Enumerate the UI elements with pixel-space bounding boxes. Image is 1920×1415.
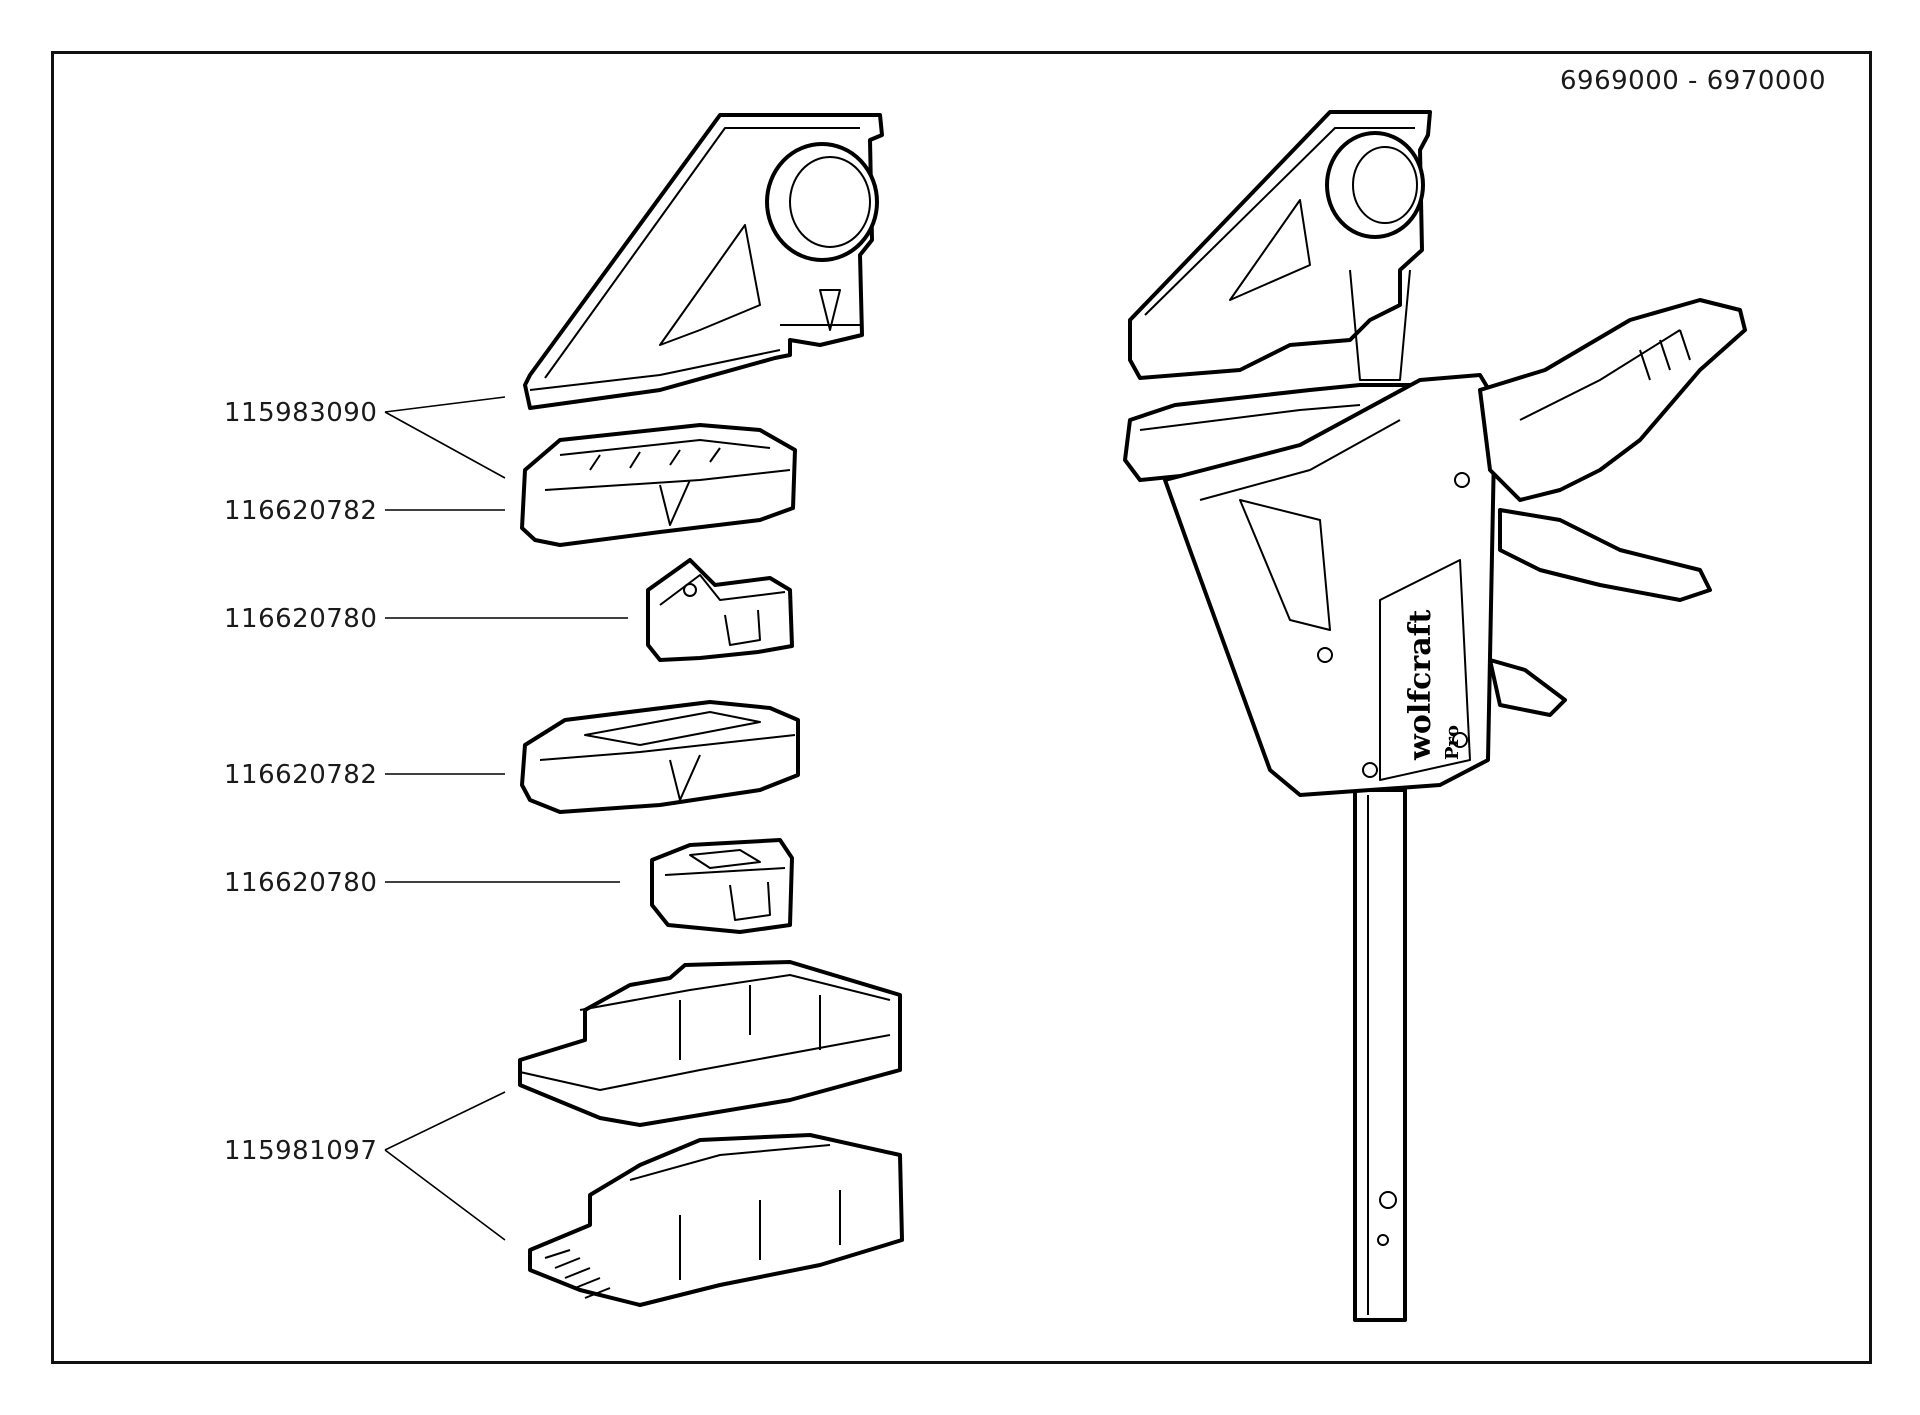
- drawing-frame: [51, 51, 1872, 1364]
- model-range: 6969000 - 6970000: [1560, 66, 1826, 96]
- leader-line: [384, 396, 506, 413]
- part-number-115981097: 115981097: [224, 1136, 378, 1166]
- base-part-upper: [518, 960, 902, 1127]
- leader-line: [384, 1091, 506, 1151]
- leader-lines: [384, 396, 628, 1241]
- part-number-116620780-a: 116620780: [224, 604, 378, 634]
- insert-part-b: [650, 838, 794, 934]
- clamp-body: [1163, 373, 1497, 797]
- clamp-trigger: [1498, 508, 1712, 602]
- assembled-clamp: wolfcraft Pro: [1123, 110, 1747, 1322]
- upper-jaw-part: [523, 113, 884, 410]
- clamp-release-lever: [1488, 658, 1567, 717]
- base-part-lower: [528, 1133, 904, 1307]
- clamp-bar: [1353, 788, 1407, 1322]
- insert-part-a: [646, 558, 794, 662]
- part-number-116620780-b: 116620780: [224, 868, 378, 898]
- leader-line: [384, 411, 506, 479]
- part-number-116620782-a: 116620782: [224, 496, 378, 526]
- jaw-pad-part-a: [520, 423, 797, 547]
- clamp-handle: [1478, 298, 1747, 502]
- jaw-pad-part-b: [520, 700, 800, 814]
- part-number-116620782-b: 116620782: [224, 760, 378, 790]
- leader-line: [384, 1149, 506, 1241]
- brand-logo: wolfcraft: [1403, 609, 1438, 761]
- part-number-115983090: 115983090: [224, 398, 378, 428]
- brand-logo-sub: Pro: [1442, 725, 1463, 760]
